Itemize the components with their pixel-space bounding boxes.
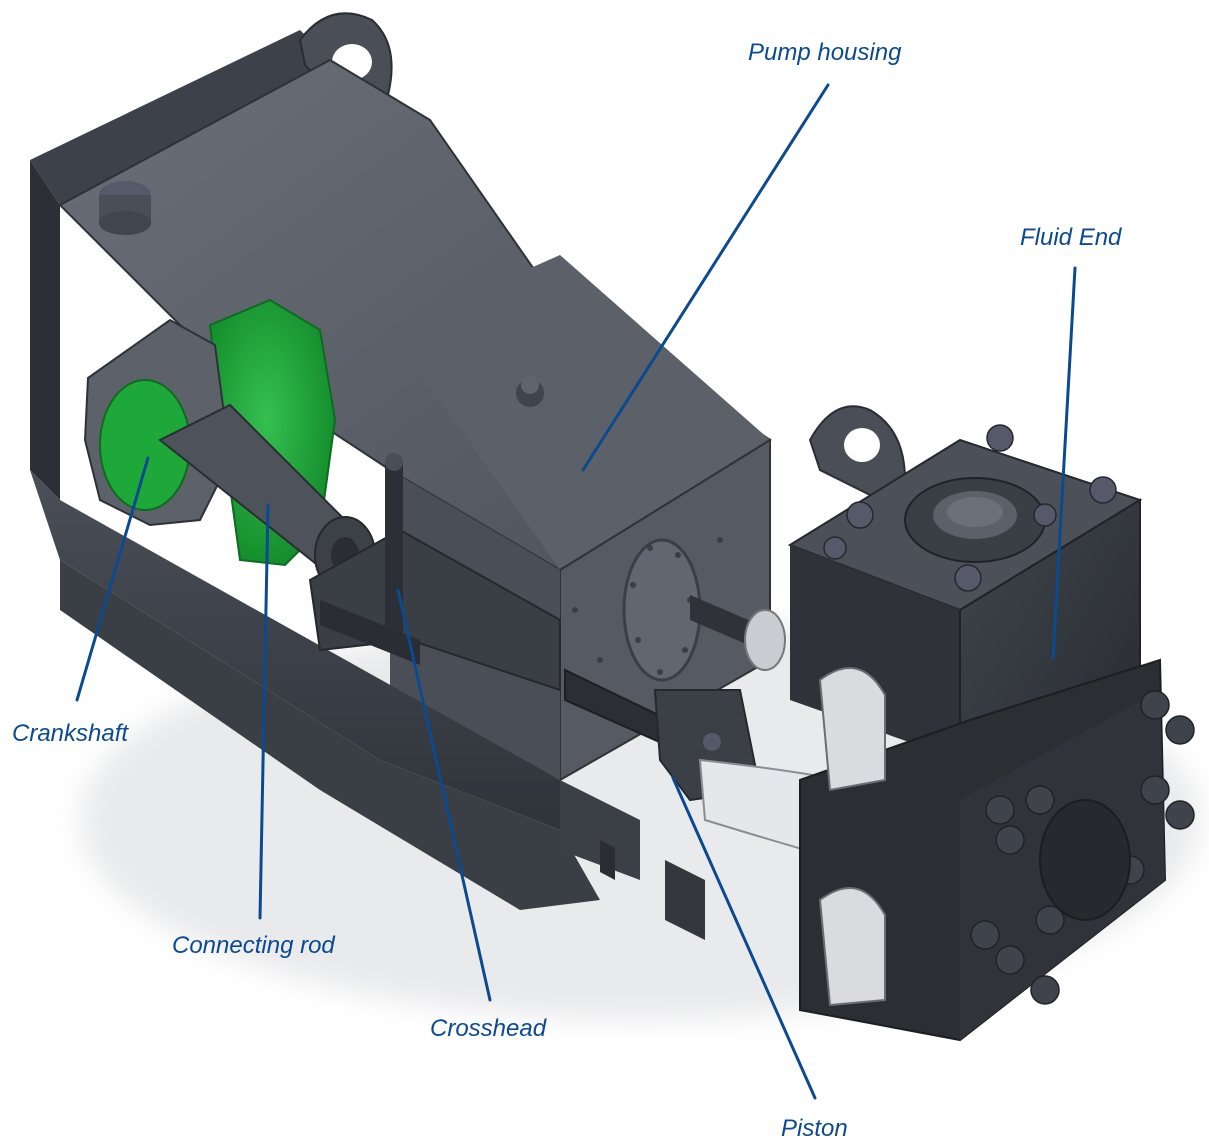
connecting-rod — [83, 318, 376, 594]
leader-connecting-rod — [258, 503, 270, 920]
leader-crankshaft — [75, 456, 150, 702]
label-piston: Piston — [781, 1115, 848, 1142]
label-crankshaft: Crankshaft — [12, 720, 129, 747]
leader-crosshead — [396, 588, 492, 1002]
leader-piston — [671, 776, 817, 1100]
label-fluid-end: Fluid End — [1020, 224, 1122, 251]
label-pump-housing: Pump housing — [748, 39, 902, 66]
label-crosshead: Crosshead — [430, 1015, 547, 1042]
leader-lines — [75, 83, 1077, 1100]
fluid-end — [787, 424, 1195, 1042]
leader-fluid-end — [1051, 266, 1077, 660]
leader-pump-housing-thin — [582, 284, 701, 471]
label-connecting-rod: Connecting rod — [172, 932, 335, 959]
